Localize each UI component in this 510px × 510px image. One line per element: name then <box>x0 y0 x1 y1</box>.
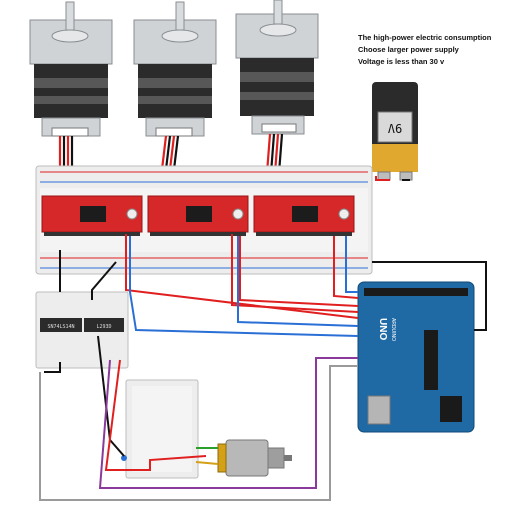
stepper-motor-3 <box>235 0 319 135</box>
arduino-sub: ARDUINO <box>390 318 396 341</box>
chip-left-label: SN74LS14N <box>47 324 74 330</box>
stepper-motor-2 <box>133 1 217 137</box>
breadboard-chips: SN74LS14N L293D <box>35 291 129 369</box>
stepper-motor-1 <box>29 1 113 137</box>
driver-board-2 <box>147 195 249 236</box>
note-power-consumption: The high-power electric consumption <box>358 33 492 42</box>
note-voltage-limit: Voltage is less than 30 v <box>358 57 445 66</box>
breadboard-lower <box>125 379 199 479</box>
driver-board-3 <box>253 195 355 236</box>
battery-9v: 9V <box>372 82 418 181</box>
arduino-brand: UNO <box>377 318 388 340</box>
chip-right-label: L293D <box>96 324 111 330</box>
arduino-uno-board: UNO ARDUINO <box>357 281 475 433</box>
note-power-supply: Choose larger power supply <box>358 45 459 54</box>
dc-motor <box>121 439 292 477</box>
wires <box>39 176 487 501</box>
battery-label: 9V <box>388 121 402 135</box>
driver-board-1 <box>41 195 143 236</box>
